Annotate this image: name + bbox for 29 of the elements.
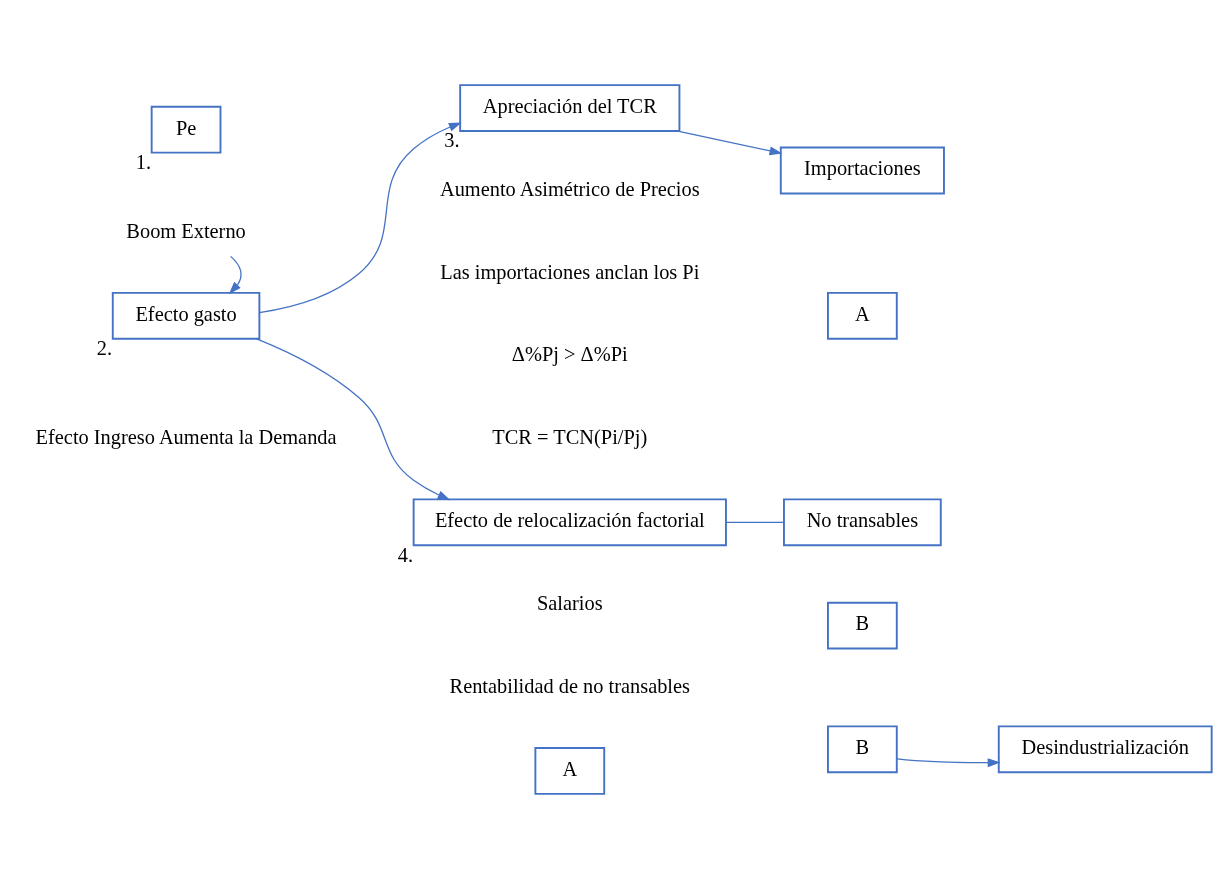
arrow bbox=[256, 337, 451, 500]
node-label: 4. bbox=[397, 543, 413, 566]
node-label: 1. bbox=[135, 150, 152, 173]
connector bbox=[725, 521, 785, 523]
label: Rentabilidad de no transables bbox=[449, 674, 691, 697]
arrow bbox=[677, 129, 783, 155]
node-text: Boom Externo bbox=[126, 219, 246, 242]
node-box: Efecto de relocalización factorial bbox=[412, 497, 727, 546]
node-label: 3. bbox=[444, 128, 460, 151]
label: Efecto Ingreso Aumenta la Demanda bbox=[35, 425, 337, 448]
node-box: Efecto gasto bbox=[111, 291, 261, 340]
node-box: Pe bbox=[150, 105, 222, 154]
node-label: 2. bbox=[96, 336, 113, 359]
node-box: Apreciación del TCR bbox=[459, 83, 681, 132]
arrow bbox=[896, 757, 1001, 767]
node-box: A bbox=[534, 746, 606, 795]
node-box: A bbox=[827, 291, 898, 340]
node-box: B bbox=[827, 601, 898, 650]
node-box: B bbox=[827, 724, 898, 773]
label: Aumento Asimétrico de Precios bbox=[439, 177, 700, 200]
label: Las importaciones anclan los Pi bbox=[440, 260, 700, 283]
label: TCR = TCN(Pi/Pj) bbox=[492, 425, 648, 448]
node-box: No transables bbox=[783, 497, 942, 546]
arrow bbox=[258, 122, 462, 313]
node-box: Importaciones bbox=[779, 146, 945, 194]
label: Δ%Pj > Δ%Pi bbox=[511, 342, 628, 365]
arrow bbox=[228, 255, 242, 294]
node-box: Desindustrialización bbox=[997, 724, 1213, 773]
label: Salarios bbox=[536, 591, 603, 614]
